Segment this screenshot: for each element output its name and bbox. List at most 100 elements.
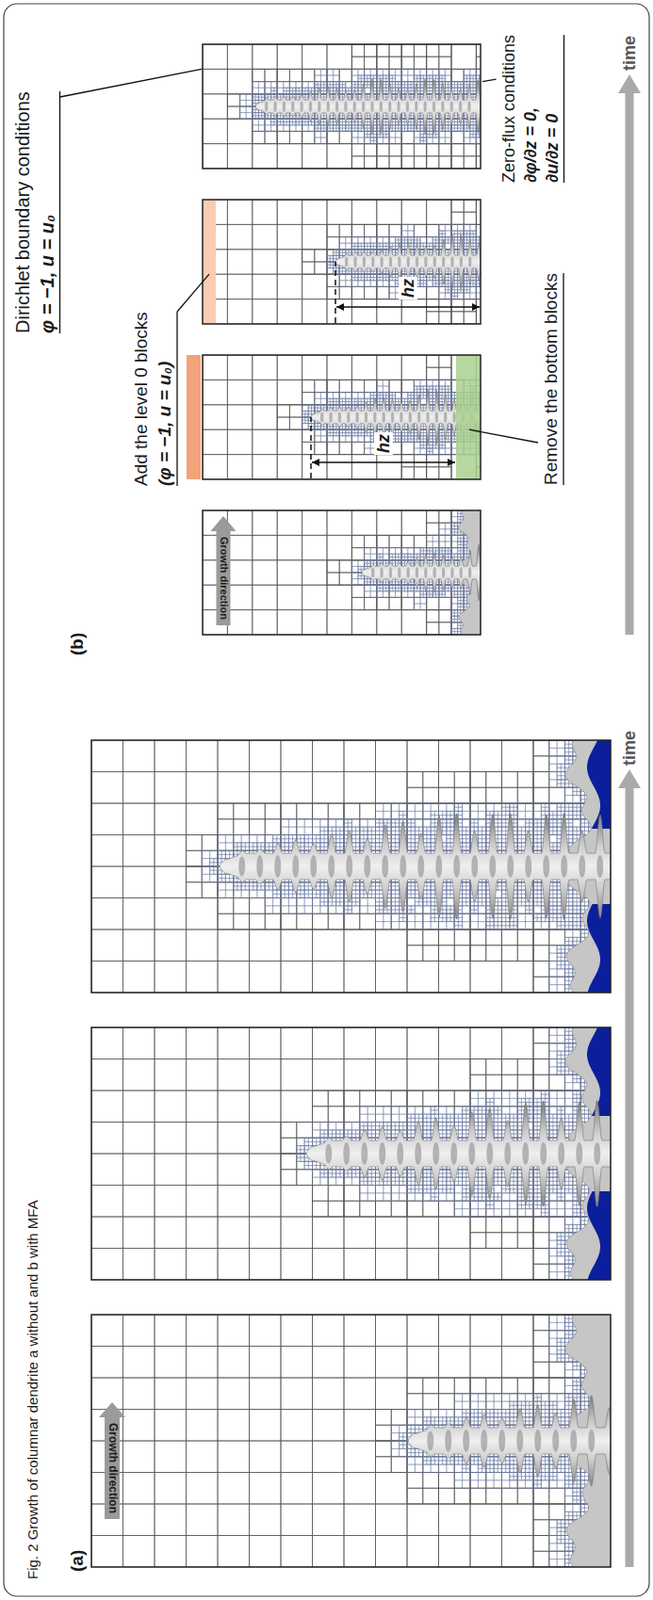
trunk-band [371,568,375,578]
trunk-band [524,855,532,879]
trunk-band [397,567,401,579]
trunk-band [309,100,312,113]
trunk-band [325,1143,332,1164]
boundary-note: Dirichlet boundary conditions [12,91,34,334]
trunk-band [274,855,281,879]
substrate-patch [587,904,611,994]
coarse-mesh [91,1315,611,1568]
trunk-band [406,567,409,579]
frame-border [202,355,481,480]
trunk-band [396,1142,404,1166]
trunk-band [462,1430,470,1453]
time-arrowhead [618,769,641,789]
trunk-band [489,855,496,879]
trunk-band [424,256,427,268]
trunk-band [449,100,453,113]
time-label: time [620,35,640,71]
trunk-band [444,1430,452,1453]
fine-mesh [302,379,481,455]
step-note: Remove the bottom blocks [540,273,562,486]
trunk-band [414,100,418,113]
time-arrowhead [618,74,641,94]
trunk-band [570,1430,577,1453]
trunk-band [379,100,383,113]
trunk-band [379,256,383,268]
height-arrow [336,306,480,309]
trunk-band [552,1430,559,1453]
simulation-frame [91,1315,629,1568]
trunk-band [480,1430,488,1453]
frame-border [202,44,481,169]
trunk-band [381,855,389,879]
simulation-frame [186,355,502,480]
trunk-band [273,100,277,113]
added-blocks [202,199,216,325]
time-arrow [625,93,635,636]
trunk-band [370,100,374,113]
trunk-band [426,1431,434,1452]
frame-border [202,510,481,636]
boundary-values: ∂φ/∂z = 0, [521,107,541,183]
trunk-band [578,855,586,879]
fine-mesh [351,510,481,636]
underline [176,311,178,487]
trunk-band [468,567,472,579]
trunk-band [596,855,604,879]
underline [563,34,565,183]
trunk-band [342,1142,350,1166]
trunk-band [406,256,409,268]
trunk-band [424,567,427,579]
trunk-band [432,100,436,113]
trunk-band [360,1142,368,1166]
trunk-band [468,256,472,268]
frame-border [91,740,611,994]
coarse-mesh [202,44,481,169]
trunk-band [450,256,454,268]
trunk-band [406,100,409,113]
trunk-band [522,1142,529,1166]
tip-level-line [310,417,312,479]
fine-mesh [391,1315,611,1568]
trunk-band [516,1430,523,1453]
height-arrow [311,461,456,464]
trunk-band [423,100,426,113]
trunk-band [575,1142,583,1166]
trunk-band [432,567,436,579]
growth-direction-label: Growth direction [217,537,230,621]
trunk-band [238,856,245,877]
simulation-frame [202,44,502,169]
trunk-band [458,100,462,113]
simulation-frame [91,740,629,994]
trunk-band [363,855,371,879]
tip-level-line [334,261,337,324]
growth-arrow [98,1403,126,1520]
trunk-band [299,100,303,113]
trunk-band [414,1142,422,1166]
substrate-patch [587,1028,611,1117]
trunk-band [560,855,568,879]
trunk-band [396,100,400,113]
dendrite [255,78,481,135]
trunk-band [399,855,407,879]
trunk-band [593,1142,601,1166]
trunk-band [282,100,286,113]
frame-border [91,1028,611,1281]
trunk-band [343,100,347,113]
dendrite [361,544,481,602]
coarse-mesh [91,1028,611,1281]
trunk-band [504,1142,511,1166]
trunk-band [441,256,445,268]
trunk-band [338,411,342,424]
dendrite [310,389,481,446]
underline [562,273,564,486]
boundary-note: Zero-flux conditions [499,34,520,183]
trunk-band [353,100,357,113]
trunk-band [399,411,403,424]
coarse-mesh [202,355,481,480]
trunk-band [326,100,329,113]
trunk-band [453,855,460,879]
trunk-band [256,855,263,879]
